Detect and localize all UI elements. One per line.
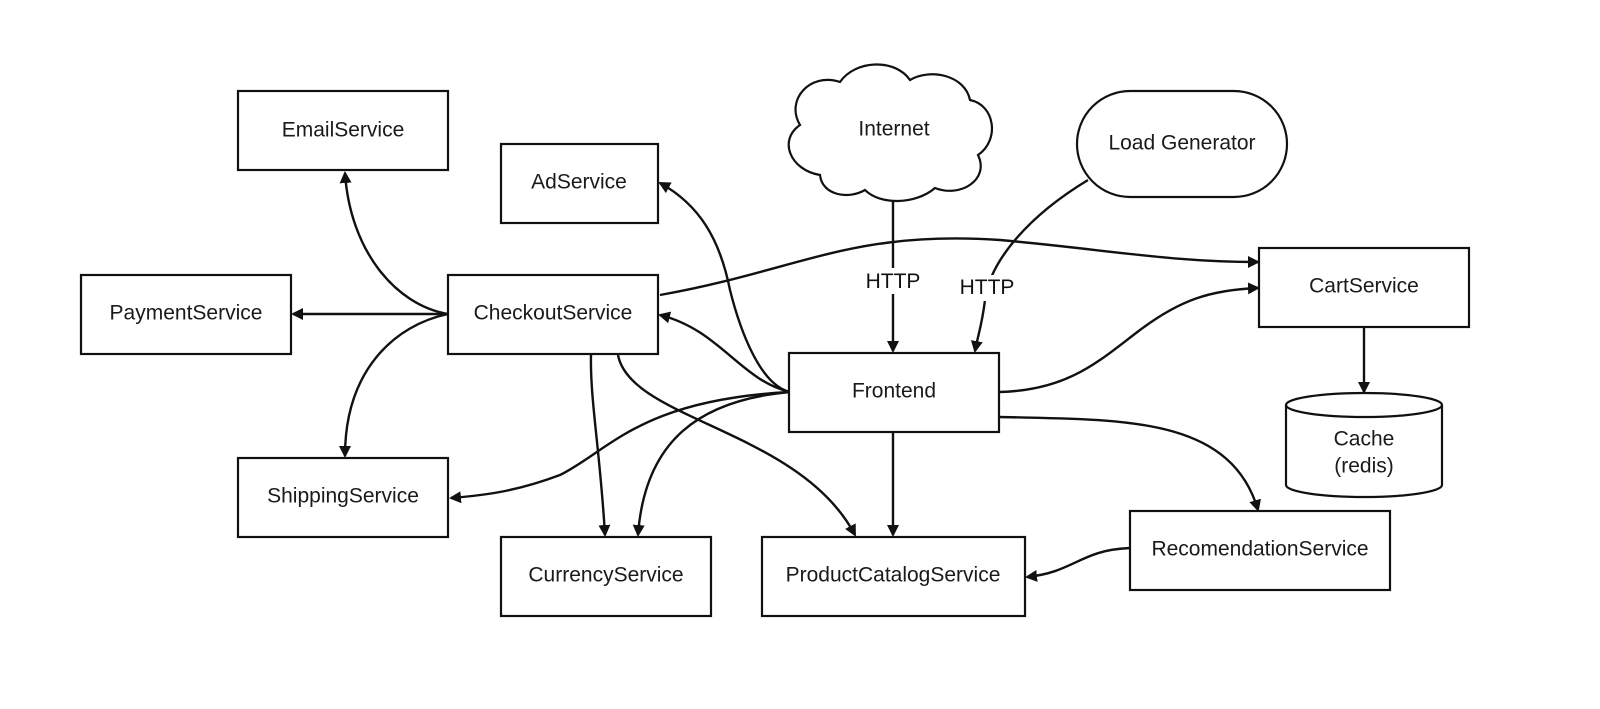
edge-loadgenerator-to-frontend: [970, 178, 1089, 353]
node-email-service: EmailService: [236, 89, 450, 172]
node-internet: Internet: [787, 63, 993, 203]
frontend-label: Frontend: [852, 380, 936, 403]
cart-service-label: CartService: [1309, 275, 1419, 298]
checkout-service-label: CheckoutService: [474, 302, 633, 325]
node-recommendation-service: RecomendationService: [1128, 509, 1392, 592]
load-generator-label: Load Generator: [1108, 132, 1255, 155]
cloud-icon: [787, 63, 993, 203]
node-cache: Cache (redis): [1284, 391, 1444, 499]
edge-recommendation-to-productcatalog: [1025, 546, 1131, 582]
http-label-internet: HTTP: [866, 270, 921, 293]
edge-frontend-to-currency: [632, 390, 791, 537]
database-icon: [1284, 391, 1444, 499]
edge-frontend-to-recommendation: [999, 415, 1261, 512]
node-shipping-service: ShippingService: [236, 456, 450, 539]
internet-label: Internet: [858, 118, 929, 141]
currency-service-label: CurrencyService: [528, 564, 683, 587]
node-currency-service: CurrencyService: [499, 535, 713, 618]
productcatalog-service-label: ProductCatalogService: [786, 564, 1001, 587]
email-service-label: EmailService: [282, 119, 405, 142]
cache-label-line1: Cache: [1334, 428, 1395, 451]
edge-checkout-to-currency: [589, 354, 611, 537]
node-payment-service: PaymentService: [79, 273, 293, 356]
edge-frontend-to-shipping: [449, 390, 791, 504]
payment-service-label: PaymentService: [110, 302, 263, 325]
edge-frontend-to-cart: [999, 282, 1260, 394]
shipping-service-label: ShippingService: [267, 485, 419, 508]
cache-label-line2: (redis): [1334, 455, 1394, 478]
node-ad-service: AdService: [499, 142, 660, 225]
node-cart-service: CartService: [1257, 246, 1471, 329]
node-checkout-service: CheckoutService: [446, 273, 660, 356]
edge-checkout-to-shipping: [339, 312, 449, 458]
node-productcatalog-service: ProductCatalogService: [760, 535, 1027, 618]
edge-checkout-to-productcatalog: [616, 354, 857, 537]
recommendation-service-label: RecomendationService: [1151, 538, 1368, 561]
node-load-generator: Load Generator: [1075, 89, 1289, 199]
ad-service-label: AdService: [531, 171, 627, 194]
edge-frontend-to-checkout: [658, 311, 791, 394]
edge-checkout-to-email: [339, 171, 449, 316]
http-label-load-generator: HTTP: [960, 276, 1015, 299]
node-frontend: Frontend: [787, 351, 1001, 434]
edge-checkout-to-cart: [659, 237, 1260, 297]
edge-frontend-to-ad: [658, 181, 791, 394]
